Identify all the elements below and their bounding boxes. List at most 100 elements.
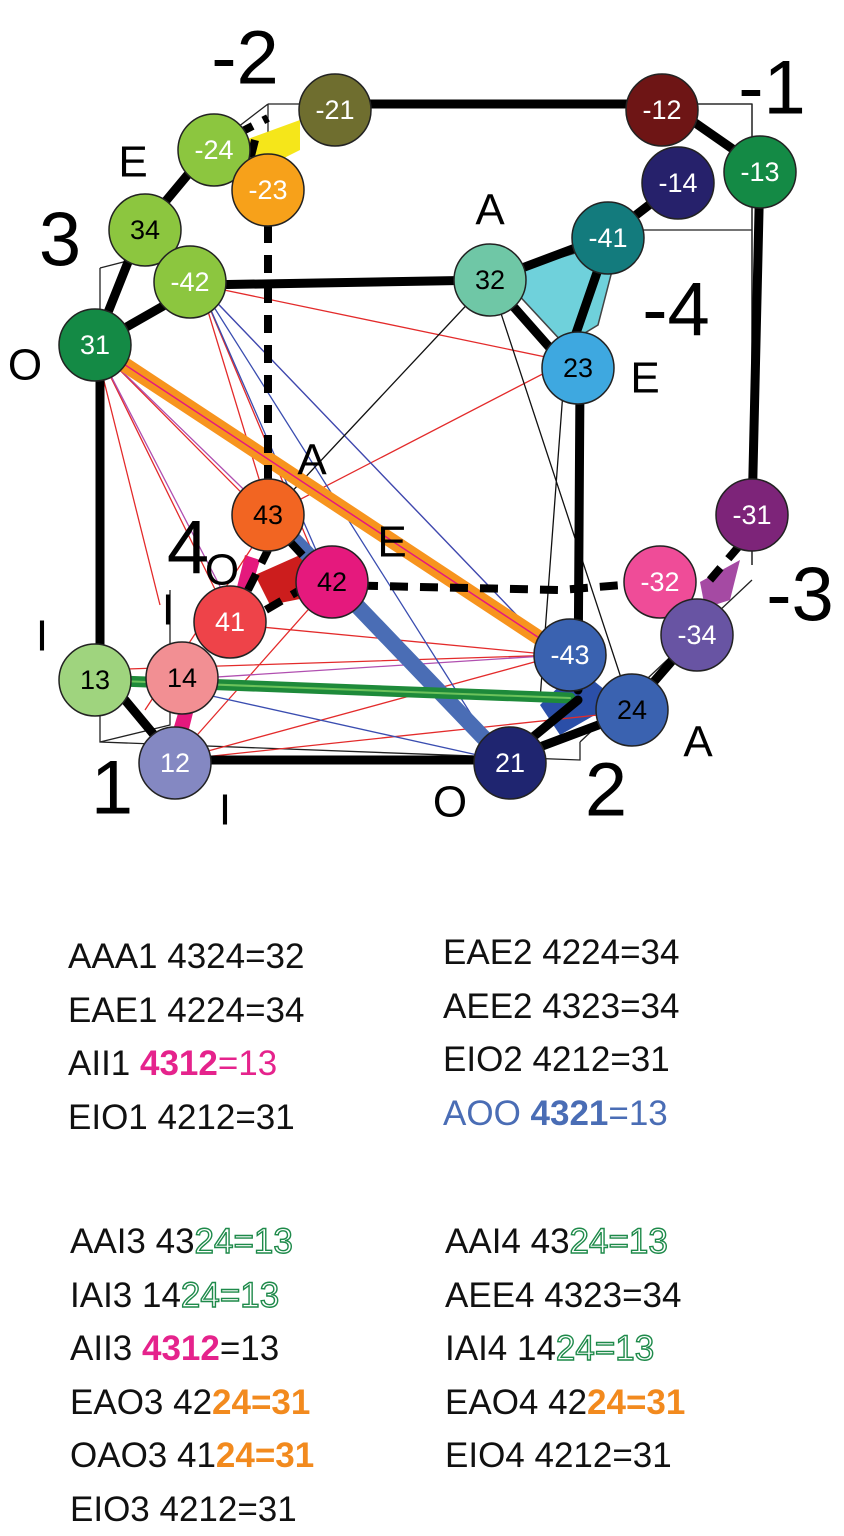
syllogism-segment: 24=13 bbox=[181, 1276, 279, 1315]
syllogism-row: EAO3 4224=31 bbox=[70, 1376, 314, 1430]
node: -43 bbox=[534, 619, 606, 691]
node-label: 34 bbox=[130, 215, 160, 245]
syllogism-segment: 4312 bbox=[142, 1329, 220, 1368]
node: -14 bbox=[642, 147, 714, 219]
node-label: 43 bbox=[253, 500, 283, 530]
letter-label: E bbox=[118, 138, 147, 187]
node-label: -32 bbox=[640, 567, 679, 597]
node: 32 bbox=[454, 244, 526, 316]
corner-label: 3 bbox=[39, 198, 81, 283]
syllogism-segment: EIO1 4212=31 bbox=[68, 1098, 295, 1137]
node: 24 bbox=[596, 674, 668, 746]
corner-label: 2 bbox=[585, 748, 627, 833]
node-label: 12 bbox=[160, 748, 190, 778]
syllogism-row: IAI4 1424=13 bbox=[445, 1322, 685, 1376]
node-label: -14 bbox=[658, 168, 697, 198]
node: -12 bbox=[626, 74, 698, 146]
syllogism-segment: =13 bbox=[608, 1094, 667, 1133]
node-label: 23 bbox=[563, 353, 593, 383]
node-label: -24 bbox=[194, 135, 233, 165]
letter-label: E bbox=[377, 518, 406, 567]
node: -41 bbox=[572, 202, 644, 274]
syllogism-segment: =13 bbox=[218, 1044, 277, 1083]
syllogism-segment: EIO2 4212=31 bbox=[443, 1040, 670, 1079]
syllogism-segment: IAI3 14 bbox=[70, 1276, 181, 1315]
corner-label: 4 bbox=[167, 506, 209, 591]
letter-label: I bbox=[162, 586, 174, 635]
letter-label: I bbox=[36, 612, 48, 661]
syllogism-segment: EIO4 4212=31 bbox=[445, 1436, 672, 1475]
letter-label: I bbox=[219, 786, 231, 835]
letter-label: E bbox=[630, 354, 659, 403]
node: -31 bbox=[716, 479, 788, 551]
node: 21 bbox=[474, 727, 546, 799]
corner-label: 1 bbox=[91, 746, 133, 831]
syllogism-segment: EAO4 42 bbox=[445, 1383, 587, 1422]
syllogism-row: OAO3 4124=31 bbox=[70, 1429, 314, 1483]
letter-label: O bbox=[433, 778, 467, 827]
syllogism-segment: AEE4 4323=34 bbox=[445, 1276, 681, 1315]
letter-label: O bbox=[8, 341, 42, 390]
syllogism-segment: IAI4 14 bbox=[445, 1329, 556, 1368]
syllogism-segment: EIO3 4212=31 bbox=[70, 1490, 297, 1529]
node: 41 bbox=[194, 586, 266, 658]
syllogism-segment: 24=31 bbox=[587, 1383, 685, 1422]
syllogism-segment: AAI3 43 bbox=[70, 1222, 195, 1261]
node: -13 bbox=[724, 136, 796, 208]
syllogism-row: AAI4 4324=13 bbox=[445, 1215, 685, 1269]
node-label: -21 bbox=[315, 95, 354, 125]
letter-label: A bbox=[683, 718, 713, 767]
syllogism-row: EIO4 4212=31 bbox=[445, 1429, 685, 1483]
syllogism-segment: 24=31 bbox=[212, 1383, 310, 1422]
node-label: 41 bbox=[215, 607, 245, 637]
cube-diagram: -2 -1 3 -4 4 -3 1 2 E A O E A E O I I A … bbox=[0, 0, 844, 860]
node-label: -12 bbox=[642, 95, 681, 125]
node: 12 bbox=[139, 727, 211, 799]
node: -23 bbox=[232, 154, 304, 226]
node: -42 bbox=[154, 246, 226, 318]
node: 43 bbox=[232, 479, 304, 551]
node-label: 24 bbox=[617, 695, 647, 725]
syllogism-segment: AII1 bbox=[68, 1044, 140, 1083]
syllogism-segment: 24=13 bbox=[570, 1222, 668, 1261]
syllogism-row: AEE4 4323=34 bbox=[445, 1269, 685, 1323]
node-label: -13 bbox=[740, 157, 779, 187]
syllogism-segment: 4321 bbox=[531, 1094, 609, 1133]
syllogism-row: EIO2 4212=31 bbox=[443, 1033, 679, 1087]
node-label: 21 bbox=[495, 748, 525, 778]
syllogism-segment: 24=13 bbox=[556, 1329, 654, 1368]
node-label: -43 bbox=[550, 640, 589, 670]
syllogism-segment: 4312 bbox=[140, 1044, 218, 1083]
syllogism-segment: AAI4 43 bbox=[445, 1222, 570, 1261]
node-label: 13 bbox=[80, 665, 110, 695]
syllogism-segment: OAO3 41 bbox=[70, 1436, 216, 1475]
syllogism-segment: EAE1 4224=34 bbox=[68, 991, 304, 1030]
node-label: -31 bbox=[732, 500, 771, 530]
syllogism-row: AEE2 4323=34 bbox=[443, 980, 679, 1034]
node-label: 31 bbox=[80, 330, 110, 360]
syllogism-row: IAI3 1424=13 bbox=[70, 1269, 314, 1323]
node-label: -41 bbox=[588, 223, 627, 253]
corner-label: -3 bbox=[766, 553, 834, 638]
node-label: -34 bbox=[677, 620, 716, 650]
syllogism-segment: =13 bbox=[220, 1329, 279, 1368]
syllogism-segment: 24=13 bbox=[195, 1222, 293, 1261]
syllogism-row: AOO 4321=13 bbox=[443, 1087, 679, 1141]
syllogism-row: EAO4 4224=31 bbox=[445, 1376, 685, 1430]
syllogism-row: EAE2 4224=34 bbox=[443, 926, 679, 980]
syllogism-row: AAI3 4324=13 bbox=[70, 1215, 314, 1269]
letter-label: A bbox=[475, 186, 505, 235]
syllogism-row: EAE1 4224=34 bbox=[68, 984, 304, 1038]
node: 13 bbox=[59, 644, 131, 716]
corner-label: -4 bbox=[642, 268, 710, 353]
node-label: 42 bbox=[317, 567, 347, 597]
syllogism-segment: EAE2 4224=34 bbox=[443, 933, 679, 972]
node-label: -23 bbox=[248, 175, 287, 205]
syllogism-segment: AOO bbox=[443, 1094, 531, 1133]
syllogism-segment: AII3 bbox=[70, 1329, 142, 1368]
syllogism-row: AII1 4312=13 bbox=[68, 1037, 304, 1091]
